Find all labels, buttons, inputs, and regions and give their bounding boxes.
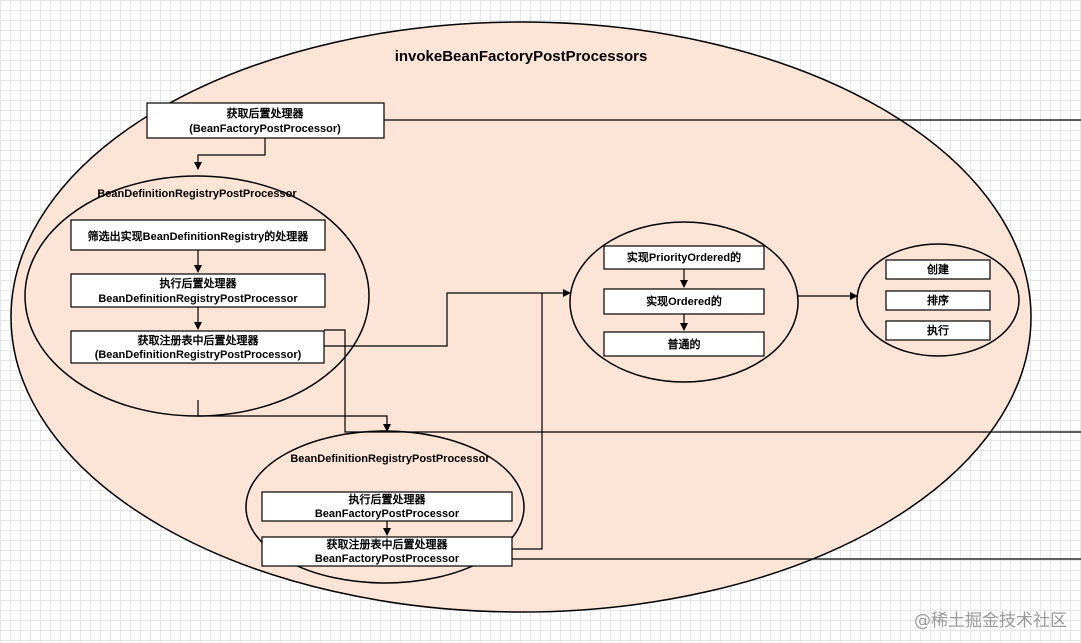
registry-fetch-line2: (BeanDefinitionRegistryPostProcessor) [95, 349, 302, 361]
priority-ordered-text: 实现PriorityOrdered的 [627, 250, 741, 264]
diagram-title: invokeBeanFactoryPostProcessors [395, 48, 648, 65]
registry-execute-box [70, 273, 326, 308]
connector-factory-fetch-to-order [512, 293, 543, 550]
connector-mid-exit [324, 329, 1081, 433]
outer-ellipse [10, 21, 1032, 613]
get-processors-line2: (BeanFactoryPostProcessor) [189, 123, 341, 135]
ordered-box [603, 288, 765, 315]
normal-text: 普通的 [668, 337, 701, 351]
normal-box [603, 331, 765, 357]
connector-get-to-registry [194, 138, 266, 170]
factory-fetch-line1: 获取注册表中后置处理器 [327, 537, 449, 551]
registry-fetch-line1: 获取注册表中后置处理器 [138, 333, 260, 347]
connector-fetch-to-order [324, 289, 571, 347]
factory-fetch-box [261, 536, 513, 567]
priority-ordered-box [603, 245, 765, 270]
get-processors-line1: 获取后置处理器 [227, 106, 305, 120]
execute-text: 执行 [927, 323, 949, 337]
create-text: 创建 [926, 262, 950, 276]
connector-registry-to-factory [197, 400, 391, 432]
factory-execute-line1: 执行后置处理器 [349, 492, 427, 506]
get-processors-box [146, 102, 385, 139]
filter-text: 筛选出实现BeanDefinitionRegistry的处理器 [88, 229, 310, 243]
registry-execute-line1: 执行后置处理器 [160, 276, 238, 290]
factory-execute-box [261, 491, 513, 522]
sort-text: 排序 [927, 293, 949, 307]
factory-fetch-line2: BeanFactoryPostProcessor [315, 553, 460, 565]
registry-group-label: BeanDefinitionRegistryPostProcessor [97, 188, 297, 200]
create-box [885, 259, 991, 280]
registry-execute-line2: BeanDefinitionRegistryPostProcessor [98, 293, 298, 305]
factory-execute-line2: BeanFactoryPostProcessor [315, 508, 460, 520]
watermark: @稀土掘金技术社区 [914, 611, 1067, 631]
factory-group-label: BeanDefinitionRegistryPostProcessor [290, 453, 490, 465]
filter-box [70, 219, 326, 251]
execute-box [885, 320, 991, 341]
sort-box [885, 290, 991, 311]
registry-fetch-box [70, 330, 325, 364]
ordered-text: 实现Ordered的 [646, 294, 722, 308]
